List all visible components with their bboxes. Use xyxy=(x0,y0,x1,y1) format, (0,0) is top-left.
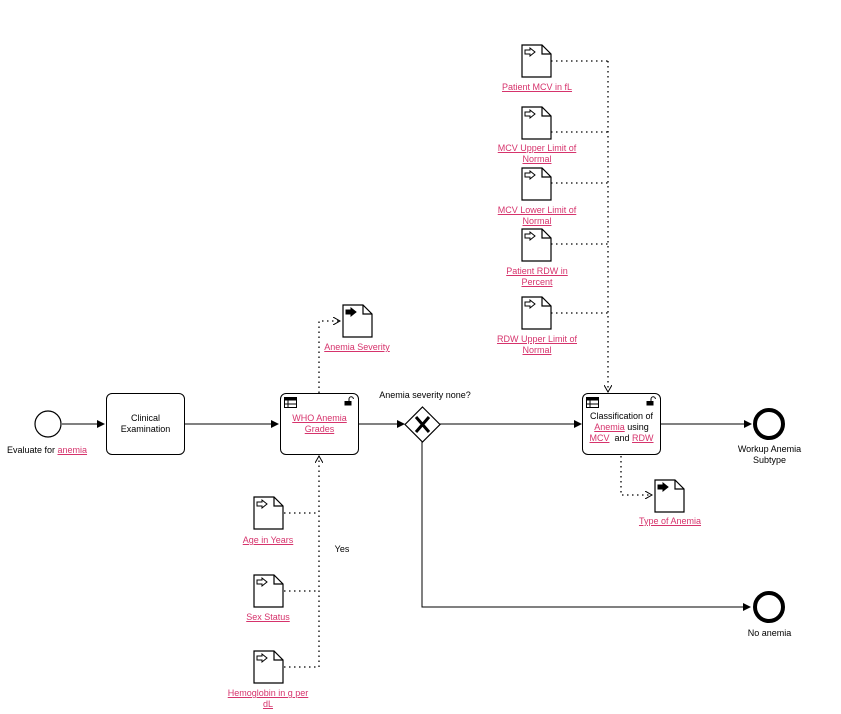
input-data-icon[interactable] xyxy=(521,228,552,262)
rdw-link[interactable]: RDW xyxy=(632,432,654,443)
classification-label: Classification of Anemia using MCV and R… xyxy=(589,411,653,444)
input-data-icon[interactable] xyxy=(521,296,552,330)
clinical-examination-label: Clinical Examination xyxy=(120,413,171,434)
input-data-icon[interactable] xyxy=(521,167,552,201)
start-event-label: Evaluate for anemia xyxy=(2,445,92,456)
start-event-link[interactable]: anemia xyxy=(57,445,88,455)
who-anemia-grades-link[interactable]: WHO Anemia Grades xyxy=(292,413,347,434)
input-data-icon[interactable] xyxy=(521,106,552,140)
end-event-workup[interactable] xyxy=(752,408,786,442)
decision-table-icon xyxy=(284,397,297,408)
classification-text: Classification of xyxy=(589,410,654,421)
req-who-to-severity xyxy=(318,321,340,393)
anemia-link[interactable]: Anemia xyxy=(594,421,625,432)
end-event-no-anemia-label: No anemia xyxy=(747,628,792,638)
start-event[interactable] xyxy=(33,410,63,440)
start-event-text: Evaluate for xyxy=(6,445,58,455)
patient-rdw-input[interactable]: Patient RDW in Percent xyxy=(506,266,568,287)
hemoglobin-input[interactable]: Hemoglobin in g per dL xyxy=(227,688,309,709)
flow-gateway-to-no-anemia xyxy=(421,441,751,611)
rdw-upper-limit-input[interactable]: RDW Upper Limit of Normal xyxy=(496,334,577,355)
gateway-label: Anemia severity none? xyxy=(379,390,471,400)
clinical-examination-task[interactable]: Clinical Examination xyxy=(106,393,185,455)
classification-decision[interactable]: Classification of Anemia using MCV and R… xyxy=(582,393,661,455)
exclusive-gateway[interactable] xyxy=(404,406,441,443)
output-data-icon[interactable] xyxy=(342,304,373,338)
anemia-severity-output[interactable]: Anemia Severity xyxy=(324,342,390,352)
age-in-years-input[interactable]: Age in Years xyxy=(242,535,294,545)
lock-icon xyxy=(646,396,656,406)
type-of-anemia-output[interactable]: Type of Anemia xyxy=(638,516,702,526)
req-hemoglobin xyxy=(284,456,319,668)
yes-label: Yes xyxy=(334,544,350,554)
classification-using-text: using xyxy=(624,421,649,432)
mcv-upper-limit-input[interactable]: MCV Upper Limit of Normal xyxy=(497,143,577,164)
input-data-icon[interactable] xyxy=(253,496,284,530)
who-anemia-grades-decision[interactable]: WHO Anemia Grades xyxy=(280,393,359,455)
patient-mcv-input[interactable]: Patient MCV in fL xyxy=(501,82,573,92)
output-data-icon[interactable] xyxy=(654,479,685,513)
input-data-icon[interactable] xyxy=(253,650,284,684)
mcv-link[interactable]: MCV xyxy=(589,432,610,443)
req-classification-to-type xyxy=(620,456,652,495)
classification-and-text: and xyxy=(609,432,633,443)
sex-status-input[interactable]: Sex Status xyxy=(246,612,290,622)
end-event-workup-label: Workup Anemia Subtype xyxy=(737,444,802,465)
lock-icon xyxy=(344,396,354,406)
end-event-no-anemia[interactable] xyxy=(752,591,786,625)
input-data-icon[interactable] xyxy=(521,44,552,78)
decision-table-icon xyxy=(586,397,599,408)
input-data-icon[interactable] xyxy=(253,574,284,608)
mcv-lower-limit-input[interactable]: MCV Lower Limit of Normal xyxy=(497,205,577,226)
